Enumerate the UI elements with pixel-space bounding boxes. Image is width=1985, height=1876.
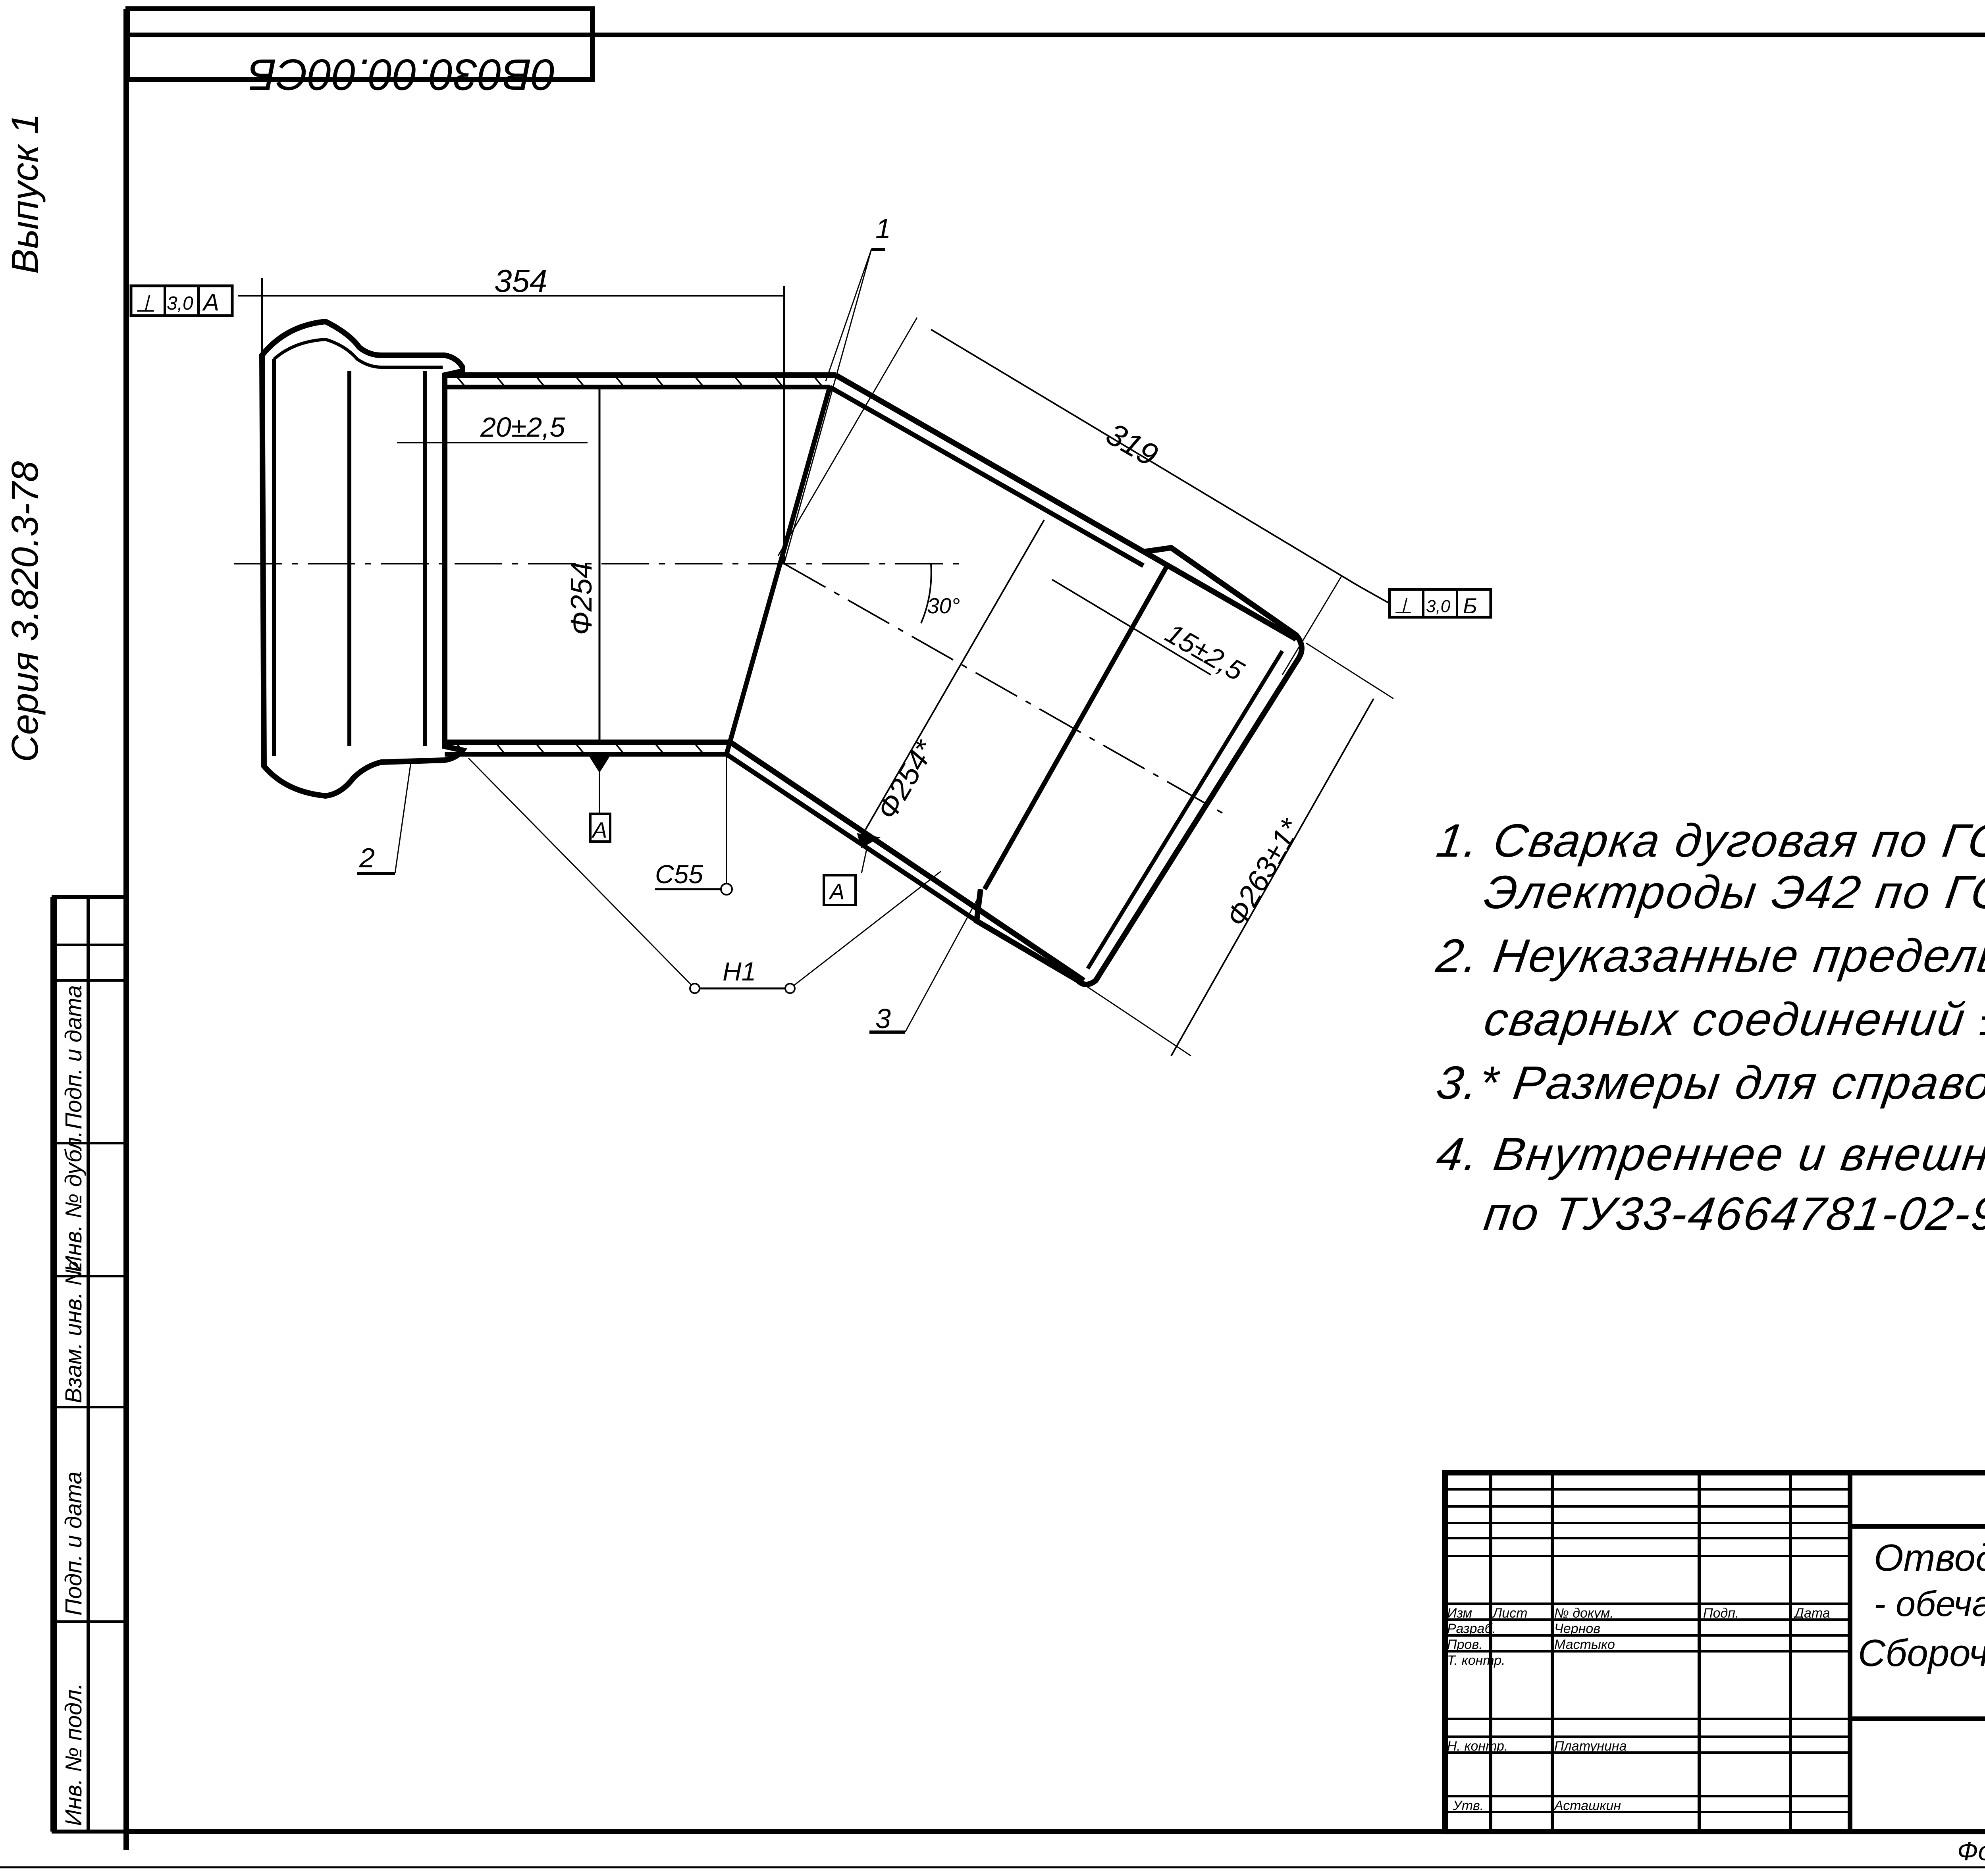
role-tech-control: Т. контр. [1447, 1653, 1505, 1668]
hdr-sign: Подп. [1703, 1606, 1739, 1621]
hdr-docno: № докум. [1554, 1606, 1614, 1621]
margin-field-2: Инв. № дубл. [61, 1131, 87, 1272]
tol-a-value: 3,0 [167, 293, 193, 314]
note-3: 3.* Размеры для справок. [1433, 1057, 1985, 1109]
dim-319: 319 [1100, 416, 1164, 473]
role-checker: Пров. [1447, 1637, 1483, 1652]
role-approver: Утв. [1453, 1798, 1484, 1813]
tol-a-symbol: ⊥ [135, 290, 156, 317]
note-2-cont: сварных соединений ± IT14 / 2. [1481, 993, 1985, 1046]
callout-2: 2 [359, 842, 375, 873]
dim-20: 20±2,5 [480, 412, 566, 443]
issue-label: Выпуск 1 [4, 113, 46, 274]
weld-c55: С55 [655, 859, 703, 889]
tol-b-symbol: ⊥ [1393, 593, 1413, 618]
note-4: 4. Внутреннее и внешнее антикоррозионное… [1433, 1128, 1985, 1181]
tol-b-datum: Б [1463, 593, 1477, 618]
margin-field-3: Взам. инв. № [61, 1261, 87, 1403]
hdr-izm: Изм [1447, 1606, 1472, 1621]
weld-h1: Н1 [723, 957, 756, 986]
dim-angle: 30° [927, 593, 960, 618]
rotated-doc-code: 0В030.00.00СБ [248, 50, 556, 99]
title-line-3: Сборочный чертеж [1858, 1632, 1985, 1674]
title-block-grid [1442, 1470, 1985, 1834]
margin-field-5: Инв. № подл. [61, 1683, 87, 1826]
name-developer: Чернов [1554, 1621, 1601, 1636]
note-1-cont: Электроды Э42 по ГОСТ 9467-75. [1481, 866, 1985, 919]
hdr-date: Дата [1794, 1606, 1830, 1621]
note-2: 2. Неуказанные предельные отклонения раз… [1433, 930, 1985, 982]
tol-b-value: 3,0 [1426, 597, 1451, 616]
dim-d254: Ф254 [565, 562, 598, 635]
tol-a-datum: А [202, 289, 219, 316]
title-line-1: Отвод втулка- [1874, 1537, 1985, 1579]
callout-3: 3 [875, 1003, 891, 1034]
role-developer: Разраб. [1447, 1621, 1496, 1636]
left-margin-table [50, 895, 128, 1834]
datum-a-2: А [829, 879, 844, 904]
note-4-cont: по ТУ33-4664781-02-90. [1481, 1188, 1985, 1240]
note-1: 1. Сварка дуговая по ГОСТ 16037-80. [1433, 815, 1985, 867]
name-norm-control: Платунина [1554, 1739, 1627, 1754]
margin-texts: 0В030.00.00СБ Серия 3.820.3-78 Выпуск 1 … [4, 50, 556, 1826]
dim-d254-ref: Ф254* [870, 734, 942, 825]
name-approver: Асташкин [1554, 1798, 1621, 1813]
margin-field-4: Подп. и дата [61, 1472, 87, 1616]
assembly-drawing [129, 248, 1492, 1057]
hdr-list: Лист [1493, 1606, 1528, 1621]
dim-d263: Ф263±1* [1219, 813, 1308, 932]
series-label: Серия 3.820.3-78 [4, 461, 46, 762]
role-norm-control: Н. контр. [1447, 1739, 1508, 1754]
datum-a-1: А [591, 817, 607, 842]
dim-354: 354 [494, 263, 547, 299]
callout-1: 1 [875, 213, 891, 244]
title-line-2: - обечайка α=30° [1874, 1584, 1985, 1624]
name-checker: Мастыко [1554, 1637, 1615, 1652]
format-label: Формат А3 [1957, 1836, 1985, 1866]
margin-field-1: Подп. и дата [61, 985, 87, 1129]
